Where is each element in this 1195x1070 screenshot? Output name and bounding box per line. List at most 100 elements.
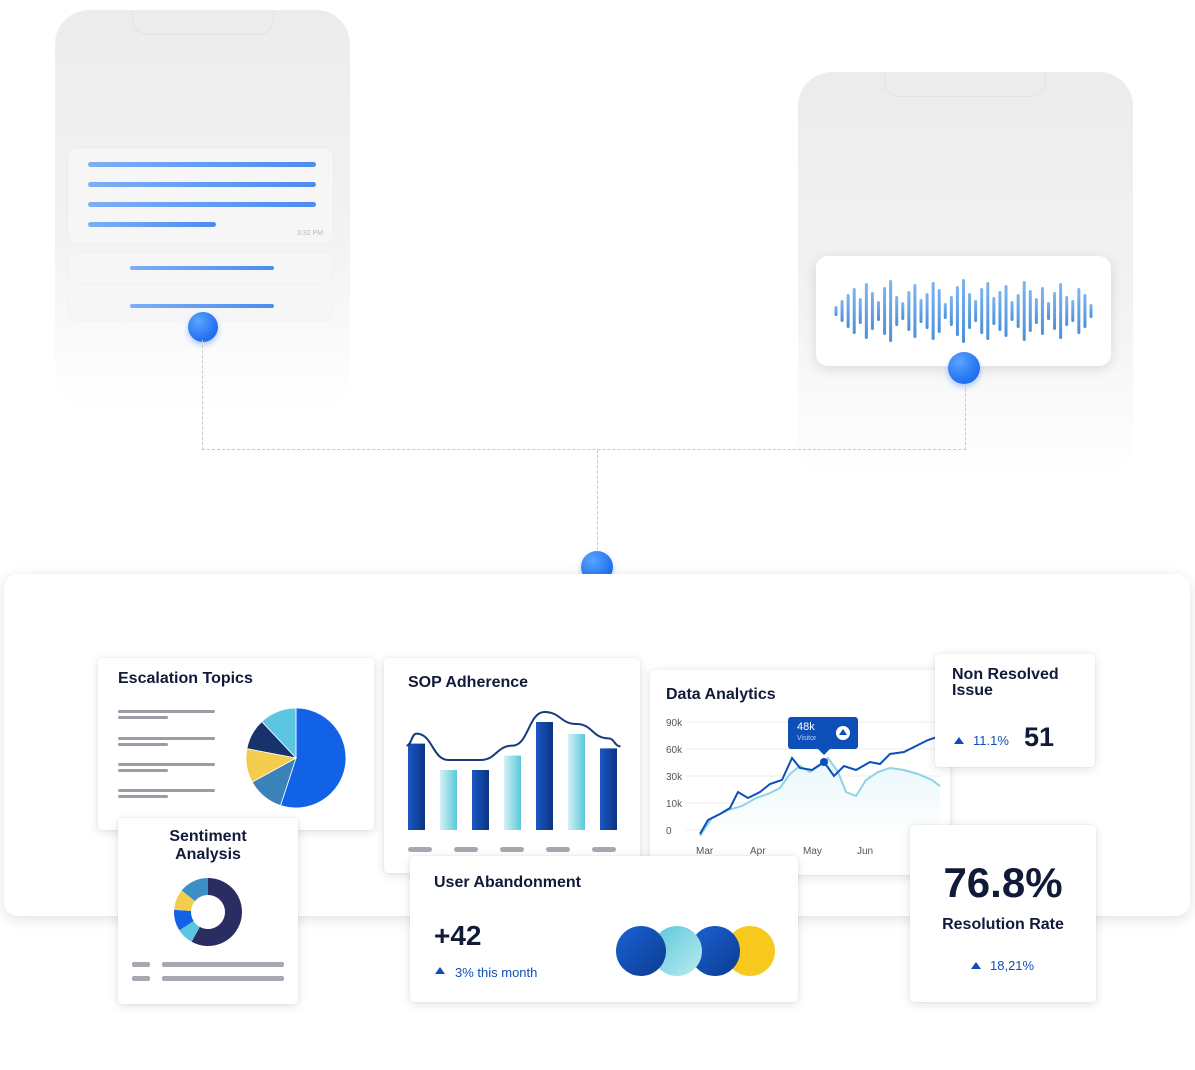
card-title: Data Analytics [666,686,776,703]
abandonment-circles [616,926,775,976]
data-analytics-card: Data Analytics 90k 60k 30k 10k 0 Mar Apr… [650,670,950,875]
sop-bar [568,734,585,830]
sentiment-analysis-card: Sentiment Analysis [118,818,298,1004]
pie-slice [261,707,297,760]
chart-tooltip: 48k Visitor [788,717,858,755]
x-axis-placeholder [546,847,570,852]
data-analytics-line-chart: 90k 60k 30k 10k 0 Mar Apr May Jun [666,718,941,857]
y-tick-label: 10k [666,799,683,810]
waveform-bar [1022,281,1026,341]
reply-line [130,304,274,308]
escalation-pie-chart [245,707,347,809]
message-line [88,202,316,207]
donut-segment [181,878,208,902]
legend-line [118,737,215,740]
waveform-bar [1089,304,1093,318]
legend-line [118,716,168,719]
waveform-bar [919,299,923,323]
waveform-bar [992,297,996,325]
user-abandonment-card: User Abandonment +42 3% this month [410,856,798,1002]
message-line [88,222,216,227]
card-title: SOP Adherence [408,674,529,691]
waveform-bar [883,287,887,335]
abandonment-delta: 3% this month [455,965,538,980]
waveform-bar [913,284,917,338]
waveform-bar [840,300,844,322]
circle-mark [725,926,775,976]
waveform-bar [907,291,911,331]
waveform-bar [962,279,965,343]
waveform-bar [1053,292,1057,330]
non-resolved-delta: 11.1% [973,733,1009,748]
sop-bar [600,748,617,830]
sop-trend-line [406,710,621,761]
waveform-bar [1077,288,1081,334]
waveform-bar [877,301,880,321]
resolution-value: 76.8% [943,859,1063,906]
legend-line [118,743,168,746]
waveform-bar [895,296,899,326]
waveform-bar [1004,285,1008,337]
waveform-bar [986,282,990,340]
connector-line [965,384,966,450]
waveform-bar [974,300,978,322]
waveform-bar [834,306,838,316]
message-line [88,162,316,167]
phone-notch [132,10,274,35]
pie-slice [280,707,347,809]
waveform-bar [870,292,874,330]
chat-message-bubble: 3:32 PM [68,148,333,243]
legend-line [118,769,168,772]
donut-segment [174,909,194,931]
escalation-topics-card: Escalation Topics [98,658,374,830]
card-title: Sentiment Analysis [118,828,298,864]
waveform-bar [1034,298,1038,324]
waveform-bar [1065,296,1069,326]
legend-bullet [132,962,150,967]
waveform-bar [998,291,1002,331]
circle-mark [690,926,740,976]
waveform-bar [1083,294,1087,328]
waveform-bar [864,283,868,339]
phone-notch [884,72,1046,97]
card-title: Escalation Topics [118,670,253,687]
chat-connector-dot [188,312,218,342]
card-title: Non Resolved Issue [952,666,1059,699]
waveform-bar [1028,290,1032,332]
waveform-bar [1059,283,1063,339]
resolution-label: Resolution Rate [942,916,1064,933]
chat-reply-bubble [68,253,333,283]
resolution-delta: 18,21% [990,958,1035,973]
sop-adherence-card: SOP Adherence [384,658,640,873]
waveform-bar [943,303,947,319]
x-axis-placeholder [592,847,616,852]
connector-line [202,340,203,450]
sop-bar [408,743,425,830]
x-axis-placeholder [454,847,478,852]
waveform-bar [858,298,862,324]
connector-line [597,450,598,550]
trend-up-icon [954,737,964,744]
waveform-bar [846,294,850,328]
donut-segment [191,878,242,946]
series-line-dark [699,735,941,835]
tooltip-value: 48k [797,721,815,733]
legend-line [162,962,284,967]
connector-line [202,449,966,450]
legend-line [118,789,215,792]
voice-connector-dot [948,352,980,384]
legend-line [118,795,168,798]
waveform-bar [1071,300,1075,322]
y-tick-label: 0 [666,826,672,837]
sop-bar [472,770,489,830]
legend-bullet [132,976,150,981]
message-line [88,182,316,187]
waveform-bar [937,289,941,333]
x-tick-label: May [803,846,822,857]
waveform-bar [955,286,959,336]
circle-mark [652,926,702,976]
sop-bar [536,722,553,830]
resolution-rate-card: 76.8% Resolution Rate 18,21% [910,825,1096,1002]
waveform-bar [852,288,856,334]
tooltip-label: Visitor [797,735,817,742]
